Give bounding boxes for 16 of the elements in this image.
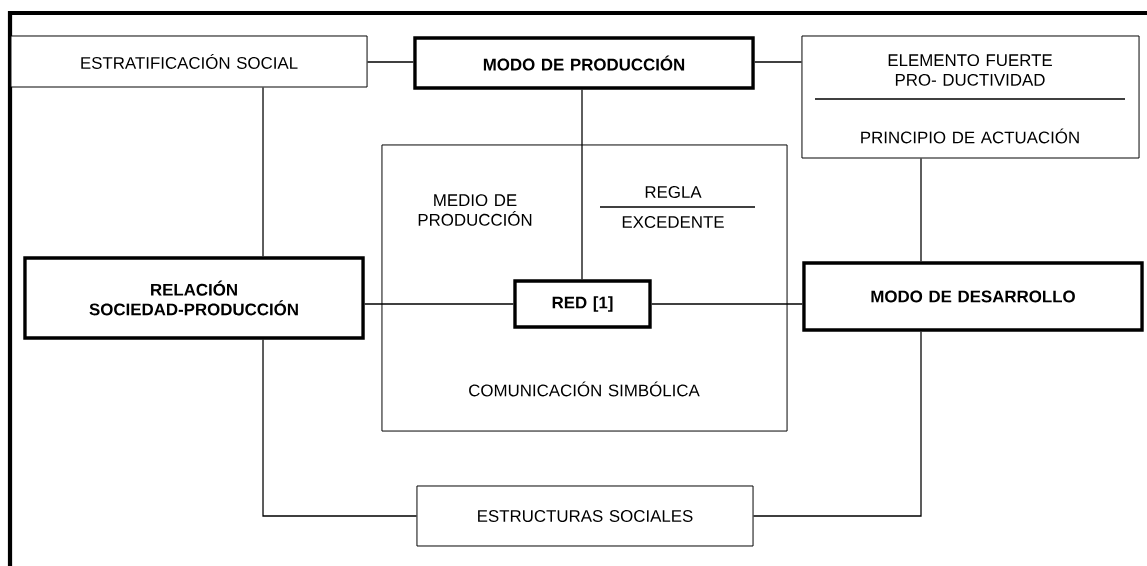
bold-box: RED [1]	[513, 279, 652, 329]
connector-line	[366, 61, 414, 63]
connector-line	[754, 61, 803, 63]
connector-line	[364, 303, 514, 305]
divided-box: ELEMENTO FUERTE PRO- DUCTIVIDAD PRINCIPIO DE ACTUACIÓN	[801, 35, 1140, 159]
connector-line	[581, 89, 583, 280]
connector-line	[752, 331, 922, 517]
bold-box: MODO DE DESARROLLO	[802, 261, 1144, 332]
connector-line	[262, 86, 264, 257]
bold-box: RELACIÓN SOCIEDAD-PRODUCCIÓN	[23, 256, 365, 340]
text-box: ESTRUCTURAS SOCIALES	[416, 485, 754, 547]
bold-box: MODO DE PRODUCCIÓN	[413, 36, 755, 90]
connector-line	[651, 303, 803, 305]
connector-line	[920, 157, 922, 262]
connector-line	[262, 339, 418, 517]
text-box: ESTRATIFICACIÓN SOCIAL	[10, 35, 368, 88]
